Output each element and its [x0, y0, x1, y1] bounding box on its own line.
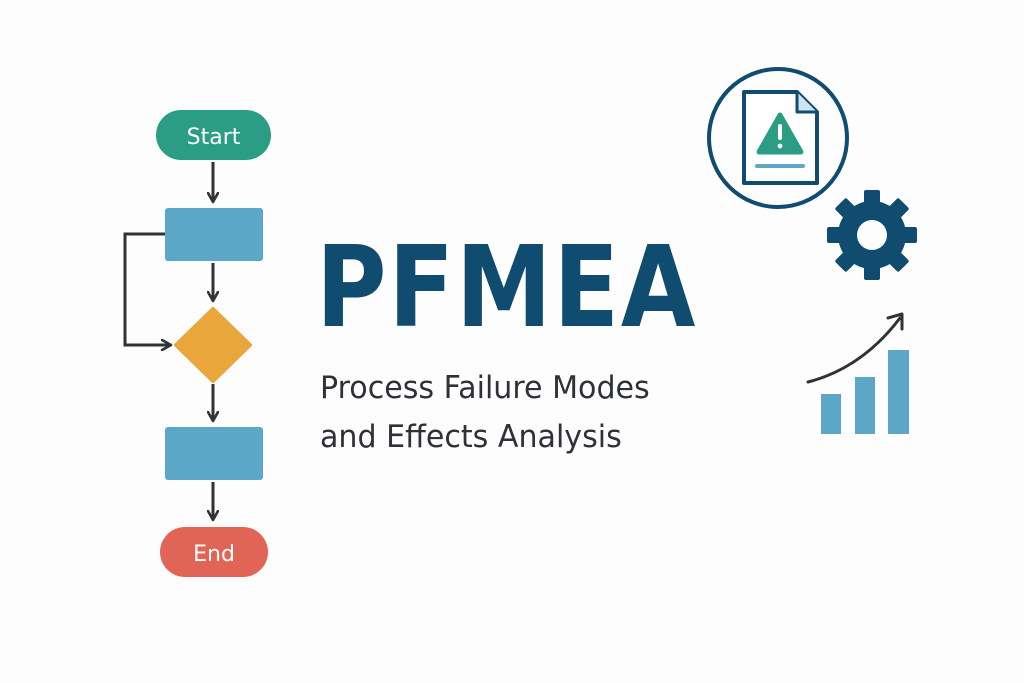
- process-node-2: [165, 427, 263, 480]
- end-node: End: [160, 527, 268, 577]
- page-title: PFMEA: [316, 223, 698, 353]
- decision-node: [174, 307, 252, 383]
- bar-chart-trend-icon: [806, 312, 909, 434]
- start-node: Start: [156, 110, 271, 160]
- subtitle-line-2: and Effects Analysis: [320, 419, 622, 455]
- subtitle-line-1: Process Failure Modes: [320, 370, 650, 406]
- page-subtitle: Process Failure Modes and Effects Analys…: [320, 364, 650, 462]
- flowchart: Start End: [123, 110, 271, 577]
- loop-back-connector: [123, 232, 171, 345]
- gear-icon: [827, 190, 917, 280]
- process-node-1: [165, 208, 263, 261]
- start-label: Start: [187, 125, 241, 150]
- document-warning-icon: [707, 67, 849, 209]
- end-label: End: [193, 542, 235, 567]
